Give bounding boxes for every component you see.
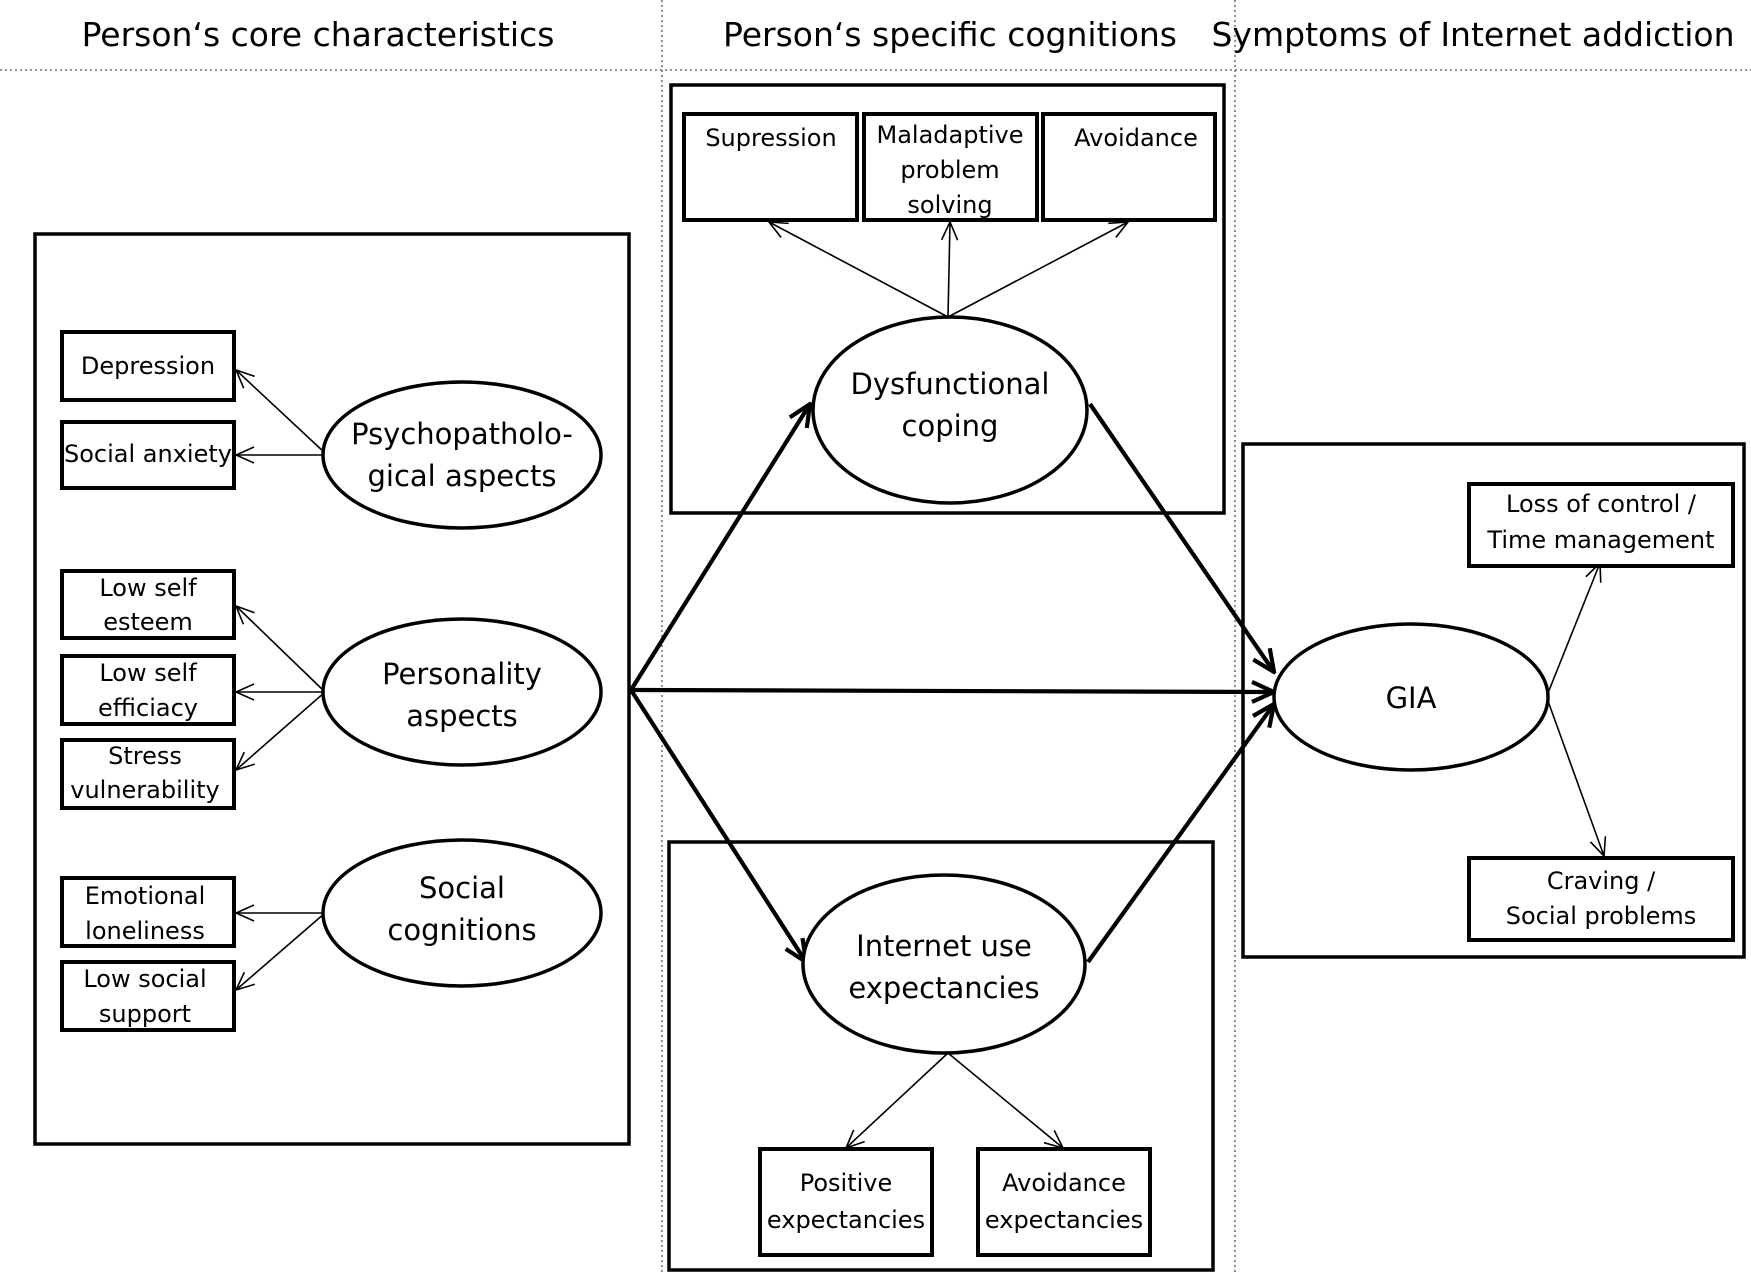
stress-vulnerability-label-line1: Stress bbox=[108, 742, 182, 770]
low-self-esteem-box bbox=[60, 569, 236, 640]
maladaptive-problem-solving-label-line3: solving bbox=[907, 191, 992, 219]
arrow-to-craving bbox=[1547, 700, 1604, 856]
gia-ellipse bbox=[1272, 622, 1550, 772]
dysfunctional-coping-frame bbox=[669, 83, 1226, 515]
maladaptive-problem-solving-box bbox=[862, 112, 1039, 222]
social-anxiety-box bbox=[60, 420, 236, 490]
maladaptive-problem-solving-label-line1: Maladaptive bbox=[876, 121, 1023, 149]
avoidance-label: Avoidance bbox=[1074, 124, 1198, 152]
loss-of-control-label-line2: Time management bbox=[1486, 526, 1714, 554]
supression-label: Supression bbox=[705, 124, 836, 152]
social-cognitions-ellipse bbox=[321, 838, 603, 988]
stress-vulnerability-label-line2: vulnerability bbox=[70, 776, 219, 804]
internet-use-expectancies-label-line1: Internet use bbox=[856, 929, 1032, 963]
craving-label-line1: Craving / bbox=[1547, 867, 1656, 895]
arrow-to-low-self-esteem bbox=[236, 606, 326, 693]
positive-expectancies-label-line1: Positive bbox=[800, 1169, 893, 1197]
low-self-efficiacy-label-line1: Low self bbox=[99, 659, 197, 687]
depression-box bbox=[60, 330, 236, 402]
emotional-loneliness-label-line1: Emotional bbox=[85, 882, 206, 910]
craving-label-line2: Social problems bbox=[1506, 902, 1697, 930]
supression-box bbox=[682, 112, 859, 222]
low-social-support-label-line1: Low social bbox=[83, 965, 206, 993]
avoidance-expectancies-label-line2: expectancies bbox=[985, 1206, 1143, 1234]
low-self-efficiacy-label-line2: efficiacy bbox=[98, 694, 198, 722]
arrow-to-low-social-support bbox=[236, 912, 326, 990]
arrow-to-depression bbox=[236, 370, 326, 454]
arrow-to-avoidance-expectancies bbox=[947, 1052, 1063, 1148]
arrow-coping-to-gia bbox=[1088, 402, 1274, 672]
internet-use-expectancies-ellipse bbox=[801, 873, 1087, 1055]
personality-aspects-ellipse bbox=[321, 617, 603, 767]
low-self-esteem-label-line2: esteem bbox=[103, 608, 193, 636]
emotional-loneliness-label-line2: loneliness bbox=[85, 917, 205, 945]
social-cognitions-label-line1: Social bbox=[419, 871, 505, 905]
psychopathological-aspects-label-line2: gical aspects bbox=[367, 459, 556, 493]
positive-expectancies-label-line2: expectancies bbox=[767, 1206, 925, 1234]
arrow-core-to-expectancies bbox=[629, 688, 806, 962]
header-specific-cognitions: Person‘s specific cognitions bbox=[723, 15, 1177, 54]
dysfunctional-coping-label-line1: Dysfunctional bbox=[851, 367, 1050, 401]
dysfunctional-coping-ellipse bbox=[811, 315, 1089, 505]
stress-vulnerability-box bbox=[60, 738, 236, 810]
social-anxiety-label: Social anxiety bbox=[64, 440, 232, 468]
psychopathological-aspects-label-line1: Psychopatholo- bbox=[351, 417, 573, 451]
internet-use-expectancies-label-line2: expectancies bbox=[848, 971, 1039, 1005]
low-social-support-box bbox=[60, 960, 236, 1032]
maladaptive-problem-solving-label-line2: problem bbox=[900, 156, 999, 184]
personality-aspects-label-line1: Personality bbox=[382, 657, 542, 691]
psychopathological-aspects-ellipse bbox=[321, 380, 603, 530]
header-core-characteristics: Person‘s core characteristics bbox=[82, 15, 555, 54]
gia-frame bbox=[1241, 442, 1746, 959]
arrow-to-supression bbox=[769, 222, 949, 318]
depression-label: Depression bbox=[81, 352, 215, 380]
avoidance-box bbox=[1041, 112, 1217, 222]
arrow-core-to-coping bbox=[629, 404, 810, 692]
low-social-support-label-line2: support bbox=[99, 1000, 191, 1028]
gia-label: GIA bbox=[1386, 681, 1437, 715]
arrow-to-loss-of-control bbox=[1547, 563, 1600, 694]
arrow-to-positive-expectancies bbox=[846, 1052, 949, 1148]
loss-of-control-label-line1: Loss of control / bbox=[1506, 490, 1697, 518]
loss-of-control-box bbox=[1467, 482, 1735, 568]
dysfunctional-coping-label-line2: coping bbox=[902, 409, 999, 443]
header-internet-addiction-symptoms: Symptoms of Internet addiction bbox=[1212, 15, 1735, 54]
avoidance-expectancies-label-line1: Avoidance bbox=[1002, 1169, 1126, 1197]
avoidance-expectancies-box bbox=[976, 1147, 1152, 1257]
arrow-core-to-gia bbox=[630, 690, 1274, 692]
core-characteristics-frame bbox=[33, 232, 631, 1146]
low-self-esteem-label-line1: Low self bbox=[99, 574, 197, 602]
arrow-expectancies-to-gia bbox=[1086, 704, 1274, 964]
emotional-loneliness-box bbox=[60, 876, 236, 948]
arrow-to-avoidance bbox=[947, 222, 1128, 318]
arrow-to-maladaptive-problem-solving bbox=[948, 222, 950, 318]
low-self-efficiacy-box bbox=[60, 654, 236, 726]
social-cognitions-label-line2: cognitions bbox=[387, 913, 536, 947]
arrow-to-stress-vulnerability bbox=[236, 691, 326, 770]
craving-box bbox=[1467, 856, 1735, 942]
personality-aspects-label-line2: aspects bbox=[406, 699, 518, 733]
positive-expectancies-box bbox=[758, 1147, 934, 1257]
internet-use-expectancies-frame bbox=[667, 840, 1215, 1272]
